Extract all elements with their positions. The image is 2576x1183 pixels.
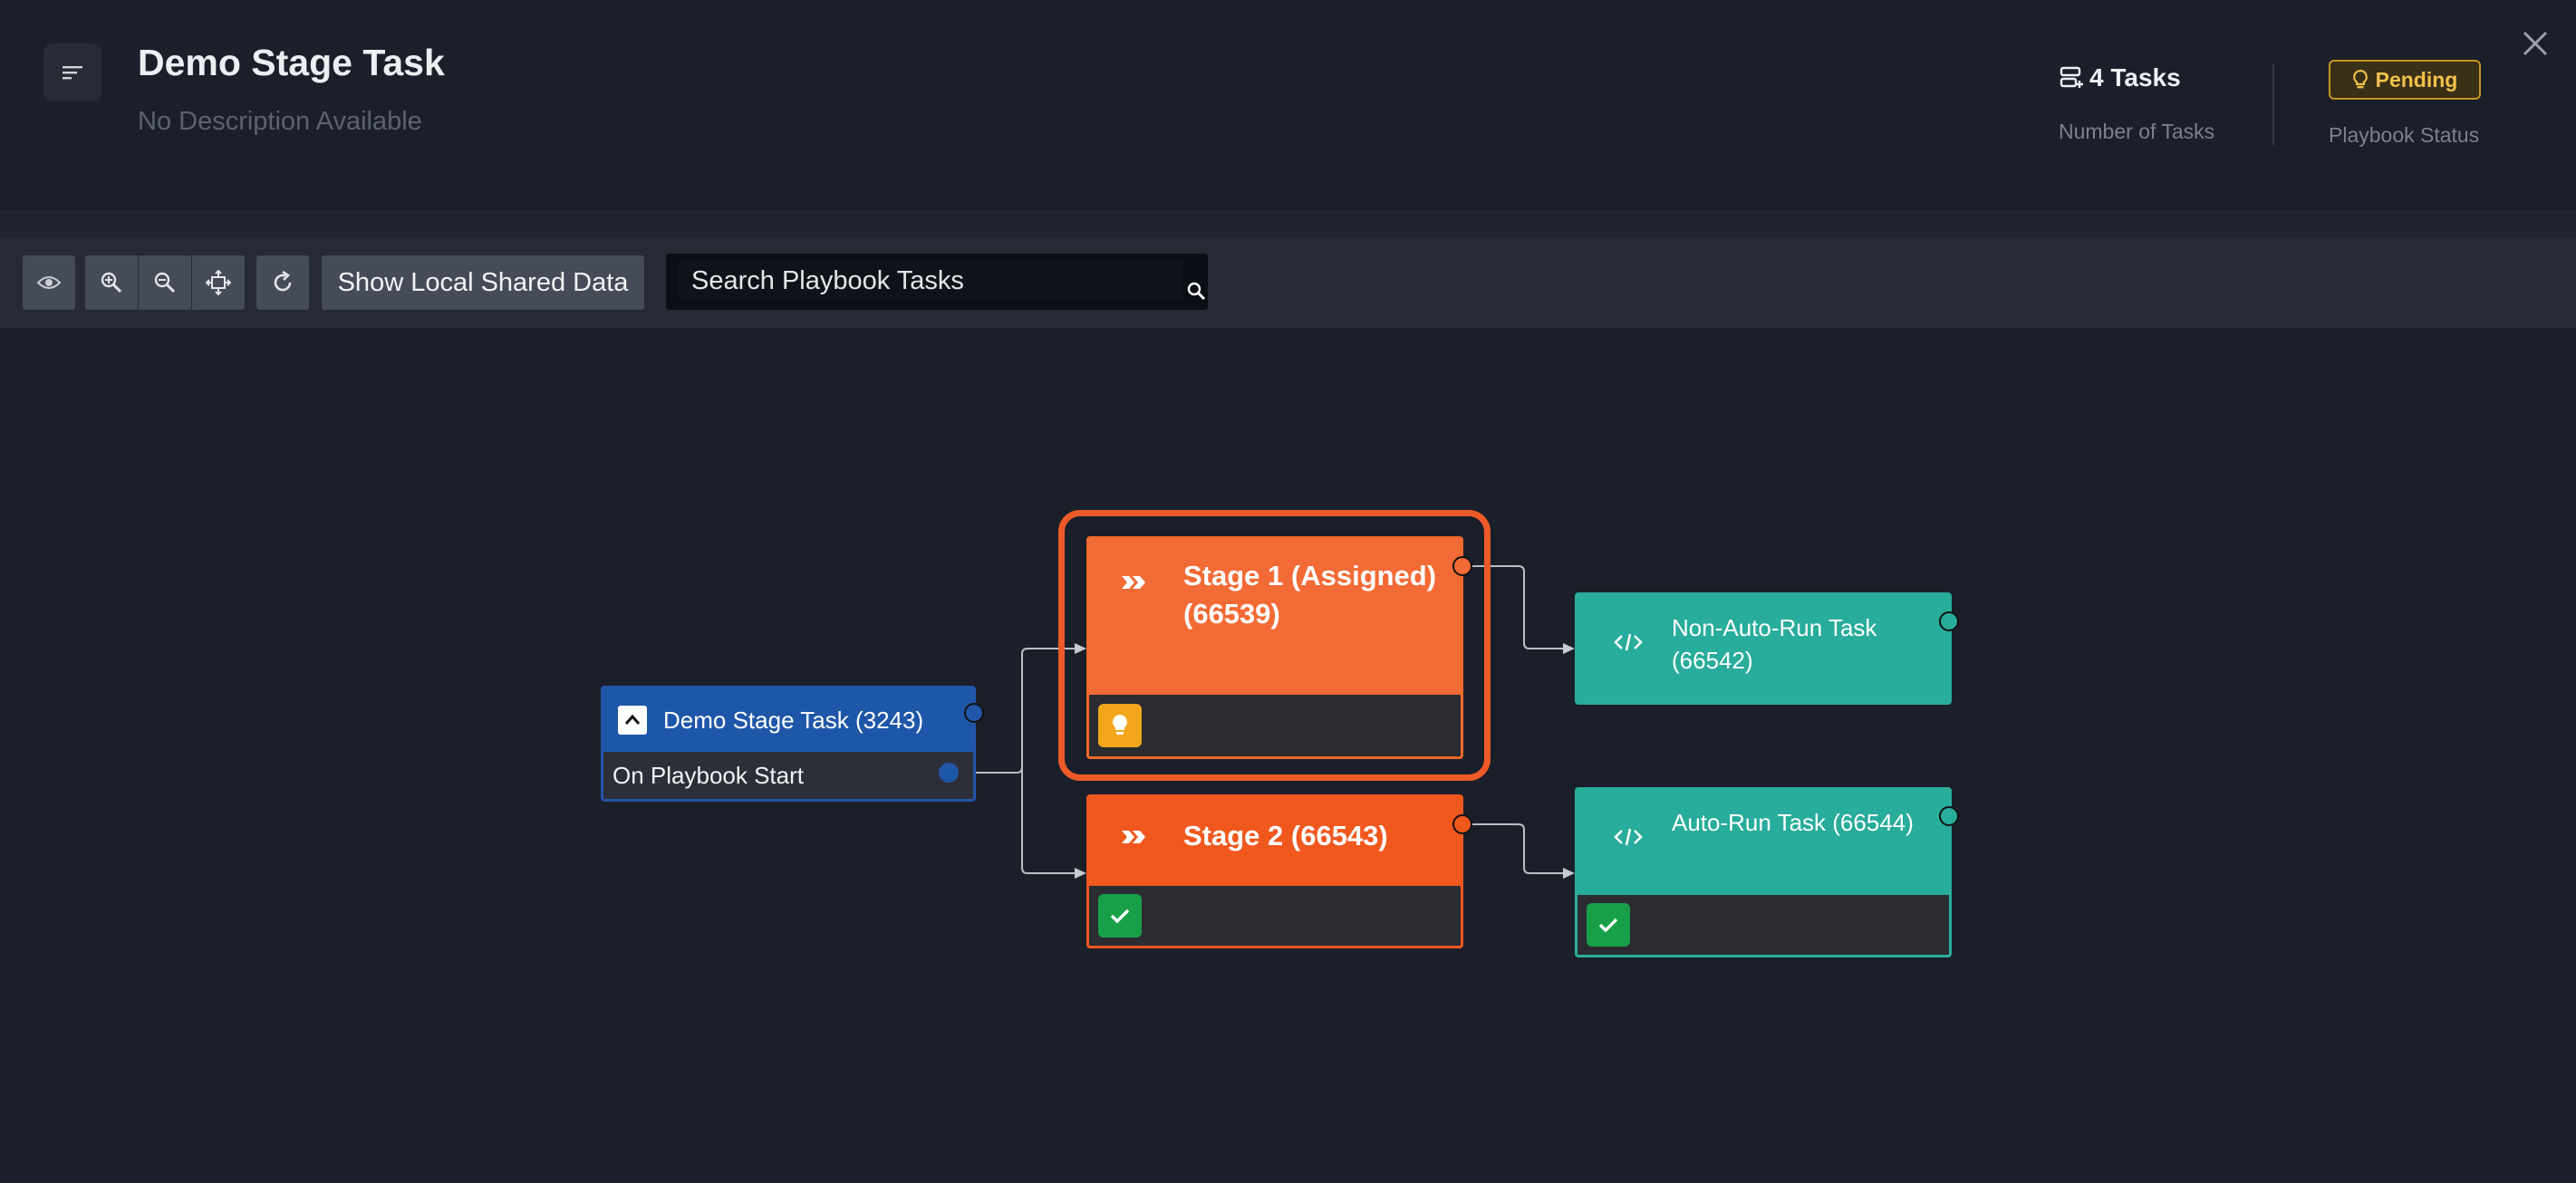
start-trigger-port[interactable]: [939, 763, 959, 783]
stage-1-port[interactable]: [1452, 556, 1472, 576]
zoom-in-icon: [101, 272, 122, 293]
page-description: No Description Available: [138, 107, 422, 136]
menu-icon: [63, 66, 82, 80]
toggle-visibility-button[interactable]: [23, 255, 75, 310]
close-button[interactable]: [2517, 25, 2553, 62]
stage-2-port[interactable]: [1452, 814, 1472, 834]
tasks-count: 4 Tasks: [2059, 63, 2181, 92]
code-icon: [1614, 633, 1643, 651]
stage-1-status-badge: [1098, 704, 1142, 747]
zoom-in-button[interactable]: [85, 255, 138, 310]
tasks-stat: 4 Tasks Number of Tasks: [2048, 60, 2229, 150]
auto-run-task-footer: [1577, 895, 1949, 955]
non-auto-run-task-node[interactable]: Non-Auto-Run Task (66542): [1575, 592, 1952, 705]
status-stat: Pending Playbook Status: [2320, 58, 2537, 158]
search-input[interactable]: [679, 261, 1182, 301]
menu-button[interactable]: [43, 43, 101, 101]
lightbulb-icon: [1113, 715, 1127, 735]
status-badge: Pending: [2329, 60, 2481, 100]
stage-1-footer: [1089, 695, 1461, 756]
tasks-label: Number of Tasks: [2059, 120, 2215, 143]
stage-2-node[interactable]: Stage 2 (66543): [1086, 794, 1463, 948]
page-title: Demo Stage Task: [138, 42, 445, 83]
check-icon: [1598, 918, 1618, 933]
fit-view-icon: [206, 270, 231, 295]
non-auto-run-task-title: Non-Auto-Run Task (66542): [1672, 614, 1877, 674]
zoom-out-icon: [154, 272, 176, 293]
start-node-title: Demo Stage Task (3243): [663, 706, 924, 734]
status-text: Pending: [2375, 67, 2458, 91]
code-icon: [1614, 828, 1643, 846]
search-icon[interactable]: [1186, 281, 1206, 301]
search-box: [666, 254, 1208, 310]
start-node-header: Demo Stage Task (3243): [603, 688, 973, 752]
chevrons-right-icon: [1122, 576, 1145, 589]
status-label: Playbook Status: [2329, 123, 2480, 147]
show-shared-data-button[interactable]: Show Local Shared Data: [322, 255, 644, 310]
stage-1-title: Stage 1 (Assigned) (66539): [1183, 560, 1437, 630]
start-node-trigger: On Playbook Start: [603, 752, 973, 799]
refresh-button[interactable]: [256, 255, 309, 310]
zoom-out-button[interactable]: [139, 255, 191, 310]
selected-node-highlight: [1058, 510, 1491, 781]
tasks-icon: [2060, 66, 2083, 88]
auto-run-task-title: Auto-Run Task (66544): [1672, 809, 1914, 836]
header-separator: [0, 210, 2576, 237]
stage-2-title: Stage 2 (66543): [1183, 820, 1388, 851]
start-node[interactable]: Demo Stage Task (3243) On Playbook Start: [601, 686, 976, 802]
stats-divider: [2272, 63, 2274, 145]
stage-2-status-badge: [1098, 894, 1142, 938]
eye-icon: [36, 276, 62, 289]
start-node-port[interactable]: [964, 703, 984, 723]
lightbulb-icon: [2352, 69, 2368, 89]
header: Demo Stage Task No Description Available…: [0, 0, 2576, 208]
auto-run-task-node[interactable]: Auto-Run Task (66544): [1575, 787, 1952, 957]
check-icon: [1110, 909, 1130, 924]
auto-run-task-port[interactable]: [1939, 806, 1959, 826]
tasks-count-text: 4 Tasks: [2089, 63, 2181, 91]
stage-1-node[interactable]: Stage 1 (Assigned) (66539): [1086, 536, 1463, 759]
non-auto-run-task-port[interactable]: [1939, 611, 1959, 631]
auto-run-task-status-badge: [1587, 903, 1630, 947]
chevrons-right-icon: [1122, 831, 1145, 843]
refresh-icon: [274, 270, 292, 292]
toolbar: Show Local Shared Data: [0, 237, 2576, 328]
stage-2-footer: [1089, 886, 1461, 946]
playbook-start-icon: [618, 706, 647, 735]
start-trigger-label: On Playbook Start: [613, 761, 804, 789]
fit-view-button[interactable]: [192, 255, 245, 310]
close-icon: [2523, 31, 2548, 56]
